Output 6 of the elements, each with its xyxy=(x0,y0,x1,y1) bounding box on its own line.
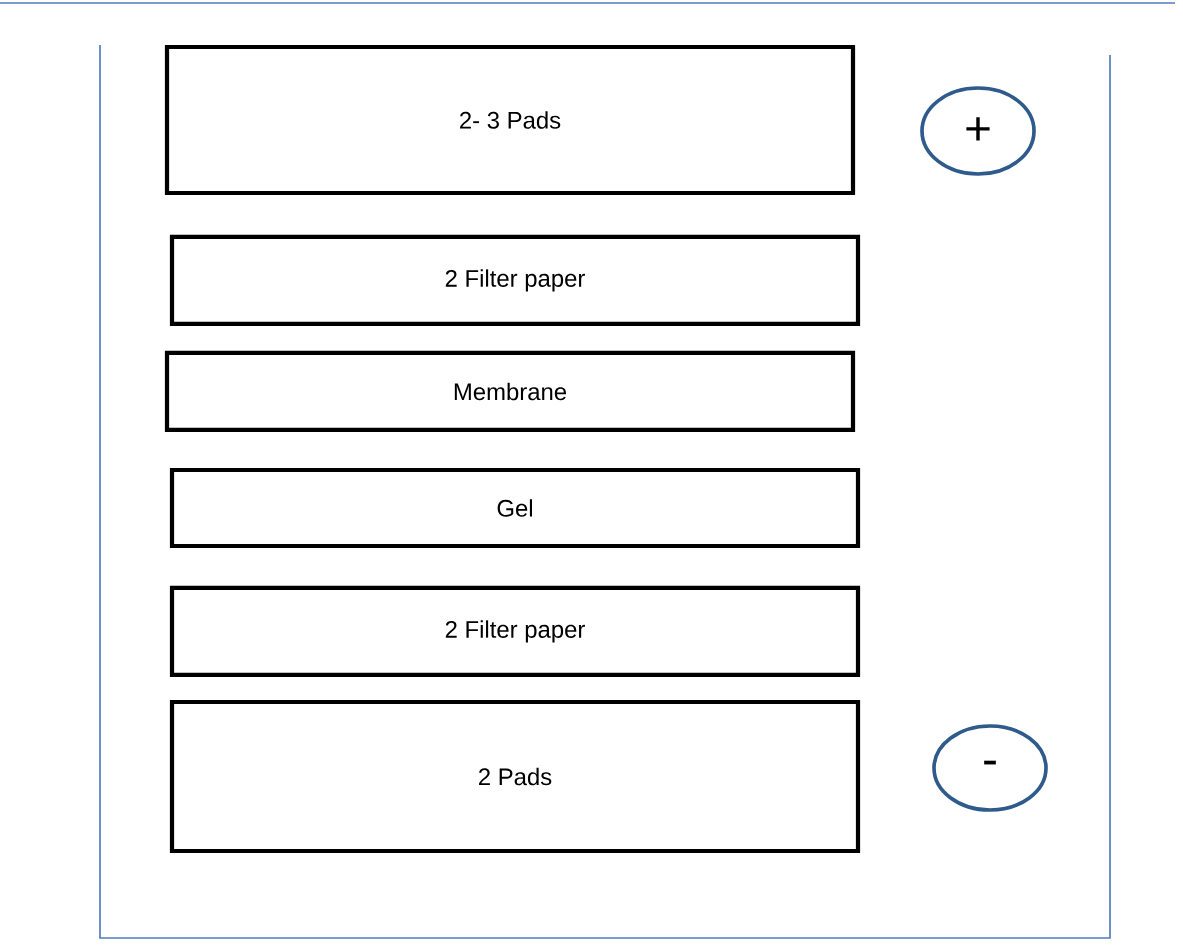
layer-box: 2 Filter paper xyxy=(169,234,861,327)
layer-box: Gel xyxy=(169,467,861,549)
layer-box: Membrane xyxy=(164,350,856,433)
layer-box: 2 Filter paper xyxy=(169,585,861,678)
layer-box: 2- 3 Pads xyxy=(164,44,856,196)
layer-box: 2 Pads xyxy=(169,699,861,854)
